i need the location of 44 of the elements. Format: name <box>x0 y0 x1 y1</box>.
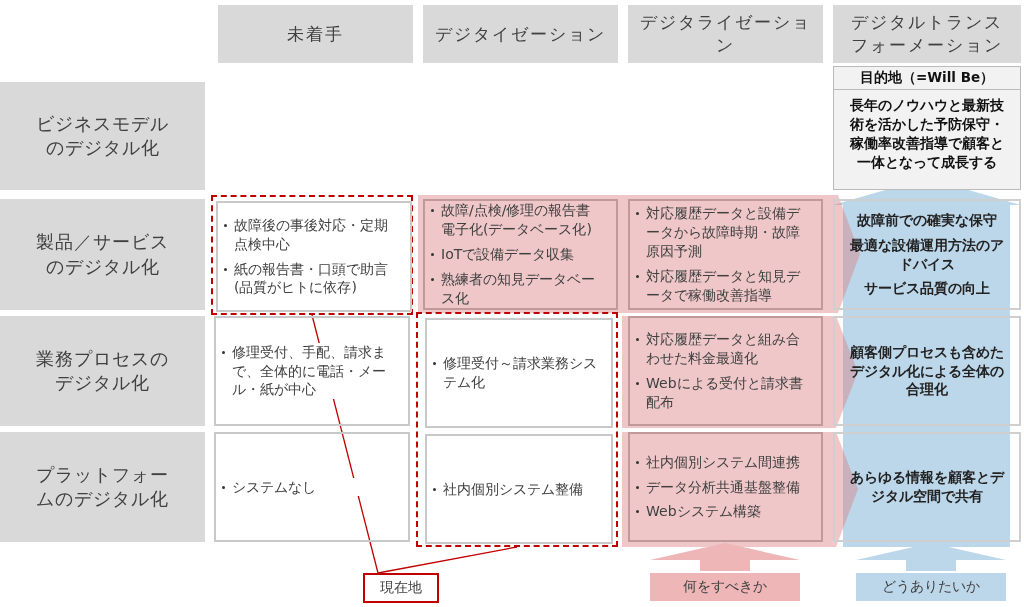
goal-text: 長年のノウハウと最新技術を活かした予防保守・稼働率改善指導で顧客と一体となって成長する <box>848 96 1005 172</box>
block-arrow <box>650 543 800 571</box>
bullet-item: 修理受付～請求業務システム化 <box>433 354 597 392</box>
goal-box <box>833 66 1021 190</box>
bullet-item: 対応履歴データと設備データから故障時期・故障原因予測 <box>636 204 807 261</box>
bullet-item: 社内個別システム間連携 <box>636 452 807 472</box>
caption-box: 何をすべきか <box>650 573 800 601</box>
column-header: デジタイゼーション <box>423 5 618 63</box>
caption-box: どうありたいか <box>856 573 1006 601</box>
row-header: ビジネスモデルのデジタル化 <box>0 82 205 190</box>
table-cell <box>628 432 823 542</box>
goal-text: サービス品質の向上 <box>863 279 991 299</box>
bullet-item: データ分析共通基盤整備 <box>636 477 807 497</box>
goal-text: 故障前での確実な保守 <box>856 210 998 230</box>
row-header: 製品／サービスのデジタル化 <box>0 199 205 310</box>
goal-text: あらゆる情報を顧客とデジタル空間で共有 <box>849 468 1006 506</box>
bullet-item: 故障/点検/修理の報告書電子化(データベース化) <box>431 201 602 240</box>
bullet-item: 対応履歴データと組み合わせた料金最適化 <box>636 330 807 368</box>
column-header: デジタルトランスフォーメーション <box>833 5 1021 63</box>
dashed-frame <box>416 312 618 547</box>
table-cell <box>833 199 1021 310</box>
table-cell <box>214 432 410 542</box>
bullet-item: Webシステム構築 <box>636 502 807 522</box>
bullet-item: Webによる受付と請求書配布 <box>636 374 807 412</box>
table-cell <box>214 316 410 426</box>
table-cell <box>833 316 1021 426</box>
bullet-item: 対応履歴データと知見データで稼働改善指導 <box>636 266 807 305</box>
location-label: 現在地 <box>363 573 439 603</box>
row-header: 業務プロセスのデジタル化 <box>0 316 205 426</box>
row-header: プラットフォームのデジタル化 <box>0 432 205 542</box>
column-header: デジタライゼーション <box>628 5 823 63</box>
leader-line <box>377 546 518 574</box>
column-header: 未着手 <box>218 5 413 63</box>
goal-heading: 目的地（=Will Be） <box>834 67 1020 90</box>
bullet-item: 熟練者の知見データベース化 <box>431 269 602 308</box>
goal-text: 顧客側プロセスも含めたデジタル化による全体の合理化 <box>849 342 1005 400</box>
table-cell <box>425 434 613 544</box>
table-cell <box>628 316 823 426</box>
goal-text: 最適な設備運用方法のアドバイス <box>849 235 1005 274</box>
bullet-item: IoTで設備データ収集 <box>431 245 602 264</box>
table-cell <box>833 432 1021 542</box>
table-cell <box>628 199 823 310</box>
table-cell <box>425 318 613 428</box>
table-cell <box>423 199 618 310</box>
